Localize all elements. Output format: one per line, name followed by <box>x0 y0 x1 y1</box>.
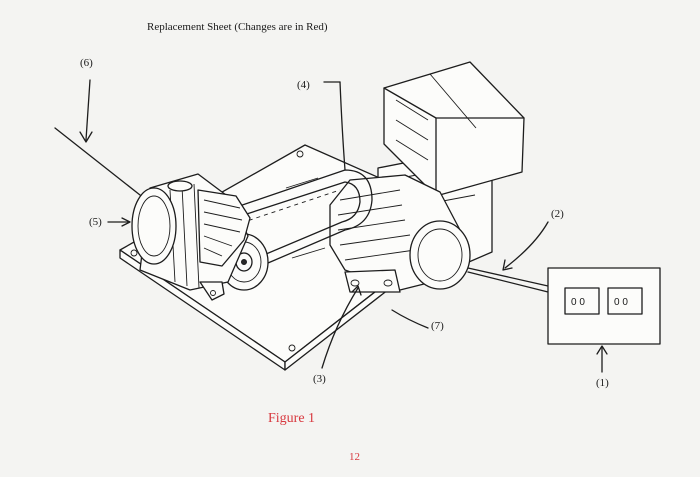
replacement-sheet-header: Replacement Sheet (Changes are in Red) <box>147 21 328 33</box>
label-3: (3) <box>313 373 326 385</box>
socket-left: 0 0 <box>571 297 585 308</box>
label-1: (1) <box>596 377 609 389</box>
label-7: (7) <box>431 320 444 332</box>
figure-caption: Figure 1 <box>268 411 316 426</box>
leader-lines <box>54 79 608 373</box>
label-2: (2) <box>551 208 564 220</box>
drive-belt <box>209 169 373 276</box>
outlet-box <box>547 267 661 345</box>
label-6: (6) <box>80 57 93 69</box>
socket-right: 0 0 <box>614 297 628 308</box>
drive-motor <box>329 174 549 293</box>
label-4: (4) <box>297 79 310 91</box>
page-number: 12 <box>349 451 360 463</box>
generator <box>131 173 251 301</box>
label-5: (5) <box>89 216 102 228</box>
